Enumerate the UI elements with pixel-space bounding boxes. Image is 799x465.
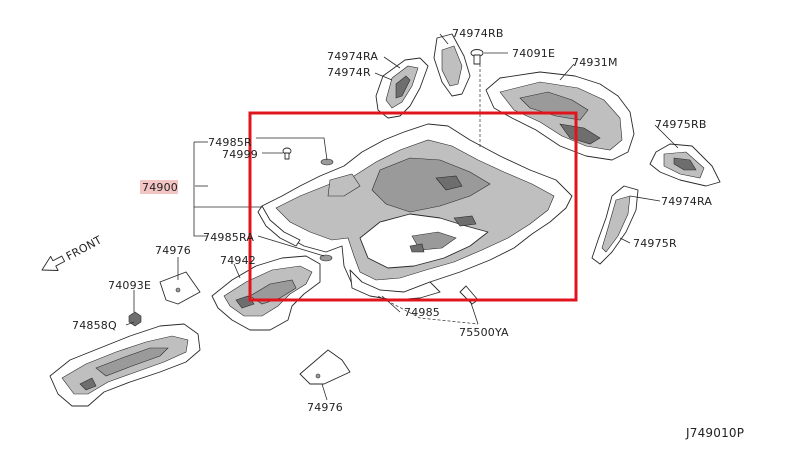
label-74942: 74942 (220, 254, 256, 267)
label-74931M: 74931M (572, 56, 618, 69)
part-74999-clip[interactable] (282, 147, 292, 160)
part-74942-tunnel-insulator[interactable] (211, 255, 321, 331)
highlight-box (248, 111, 578, 302)
front-direction: FRONT (41, 233, 104, 271)
part-74093E-clip[interactable] (128, 311, 142, 327)
label-74975RB: 74975RB (655, 118, 707, 131)
diagram-code: J749010P (685, 426, 744, 440)
front-label: FRONT (64, 233, 104, 263)
label-74999: 74999 (222, 148, 258, 161)
label-74858Q: 74858Q (72, 319, 117, 332)
part-74974RB-pad[interactable] (433, 33, 471, 97)
part-74974RA-right[interactable] (591, 185, 639, 265)
label-74900-highlight (140, 180, 178, 194)
label-74985R: 74985R (208, 136, 252, 149)
arrow-down-left-icon (41, 255, 66, 271)
part-74975RB-pad[interactable] (649, 143, 721, 187)
part-74976-pad-lower[interactable] (299, 349, 351, 385)
label-74974R: 74974R (327, 66, 371, 79)
part-74900-floor-carpet[interactable] (257, 123, 573, 301)
label-74900: 74900 (142, 181, 178, 194)
part-74976-pad-upper[interactable] (159, 271, 201, 305)
label-74093E: 74093E (108, 279, 151, 292)
label-74985: 74985 (404, 306, 440, 319)
part-74985RA-grommet[interactable] (319, 254, 333, 262)
label-75500YA: 75500YA (459, 326, 509, 339)
part-74974R-bracket[interactable] (375, 57, 429, 119)
part-74931M-rear-insulator[interactable] (485, 71, 635, 161)
part-74091E-clip[interactable] (470, 49, 484, 65)
label-74974RA-top: 74974RA (327, 50, 378, 63)
label-74975R: 74975R (633, 237, 677, 250)
label-74976-upper: 74976 (155, 244, 191, 257)
part-74858Q-front-insulator[interactable] (49, 323, 201, 407)
label-74974RB: 74974RB (452, 27, 504, 40)
label-74974RA-right: 74974RA (661, 195, 712, 208)
label-74091E: 74091E (512, 47, 555, 60)
label-74985RA: 74985RA (203, 231, 254, 244)
label-74976-lower: 74976 (307, 401, 343, 414)
